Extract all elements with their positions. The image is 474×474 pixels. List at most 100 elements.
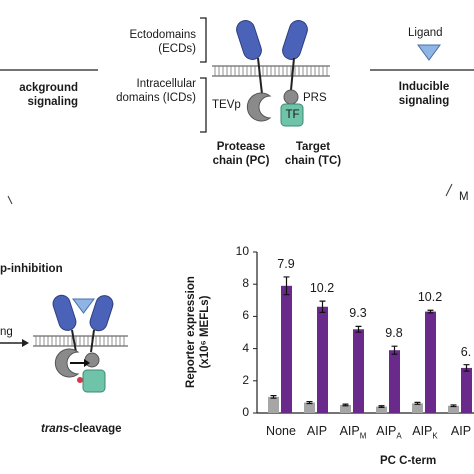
bottom-protease-icon [54,348,80,378]
x-category-label: None [262,424,300,438]
icd-label-line2: domains (ICDs) [116,92,196,104]
protease-chain-line2: chain (PC) [212,155,270,167]
x-category-subscript: M [359,431,367,441]
membrane-bottom [33,335,128,347]
cleavage-site-icon [77,377,83,383]
bar-induced [425,311,436,413]
ecd-bracket [200,17,207,63]
bar-induced [317,306,328,413]
inducible-signaling-line2: signaling [398,95,450,107]
ecd-label-line1: Ectodomains [129,29,196,41]
ligand-label: Ligand [408,27,443,39]
protease-chain-line1: Protease [216,141,266,153]
bar-background [340,404,351,413]
error-bar [283,276,290,296]
target-chain-line1: Target [295,141,331,153]
ligand-icon [417,44,441,61]
x-category-label: AIPM [334,424,372,441]
inducible-signaling-line1: Inducible [398,81,450,93]
error-bar [342,403,349,407]
x-category-subscript: K [432,431,438,441]
tf-label: TF [285,109,300,121]
protease-chain-label: Protease chain (PC) [208,140,274,168]
y-tick-label: 2 [242,372,249,387]
ecd-label-line2: (ECDs) [158,43,196,55]
error-bar [319,300,326,313]
fold-change-label: 6. [460,344,472,359]
bar-induced [281,285,292,413]
input-fragment: ng [0,326,13,338]
x-category-main: AIP [412,424,433,438]
right-edge-fragment: M [459,191,469,203]
trans-caption-rest: -cleavage [69,423,122,435]
y-tick-label: 0 [242,405,249,419]
tf-block-icon [280,103,304,127]
fold-change-label: 7.9 [277,256,295,271]
x-category-label: AIPA [370,424,408,441]
auto-inhibition-title: p-inhibition [0,263,63,275]
icd-label-line1: Intracellular [136,78,196,90]
error-bar [306,400,313,405]
background-signaling-label: ackground signaling [0,81,78,109]
error-bar [463,364,470,372]
left-dash-mark [7,195,13,205]
error-bar [427,309,434,314]
inducible-signaling-label: Inducible signaling [384,80,464,108]
bar-induced [461,367,472,413]
y-tick-label: 6 [242,308,249,323]
bar-background [376,406,387,413]
prs-site-icon [283,89,299,105]
bar-background [304,402,315,413]
error-bar [378,405,385,408]
background-signaling-line2: signaling [27,96,78,108]
chart-layer [253,251,472,414]
target-chain-label: Target chain (TC) [280,140,346,168]
target-chain-line2: chain (TC) [284,155,342,167]
input-arrowhead [22,339,29,347]
error-bar [355,325,362,333]
fold-change-label: 9.3 [349,306,367,321]
x-category-main: AIP [339,424,360,438]
tevp-protease-icon [246,92,272,122]
x-category-label: AIPK [406,424,444,441]
error-bar [270,395,277,399]
y-tick-label: 8 [242,276,249,291]
chart-ylabel-line2: (x10⁶ MEFLs) [199,295,211,369]
bar-induced [353,329,364,413]
bar-induced [389,350,400,413]
fold-change-label: 10.2 [309,281,335,296]
x-category-label: AIP [442,424,474,438]
error-bar [391,345,398,355]
fold-change-label: 9.8 [385,326,403,341]
background-signaling-line1: ackground [19,82,78,94]
y-tick-label: 4 [242,340,249,355]
error-bar [414,401,421,405]
icd-bracket [200,77,207,133]
y-tick-label: 10 [235,244,249,258]
protease-chain-receptor [236,20,272,122]
prs-label: PRS [303,92,327,104]
target-chain-receptor [280,20,308,127]
bar-background [268,396,279,413]
bottom-tf-icon [82,369,106,393]
x-category-subscript: A [396,431,402,441]
chart-xlabel: PC C-term [380,455,437,467]
x-category-main: None [266,424,296,438]
icd-label: Intracellular domains (ICDs) [104,77,196,105]
trans-cleavage-caption: trans-cleavage [41,422,122,436]
dimerized-receptors [52,294,114,393]
x-category-main: AIP [376,424,397,438]
ecd-label: Ectodomains (ECDs) [104,28,196,56]
x-category-main: AIP [306,424,328,438]
bar-background [412,403,423,413]
cleavage-arrowhead [84,359,90,367]
x-category-label: AIP [298,424,336,438]
chart-ylabel-line1: Reporter expression [185,276,197,388]
tevp-label: TEVp [212,99,241,111]
trans-caption-italic: trans [41,423,70,435]
bound-ligand-icon [72,298,95,314]
right-dash-mark [445,183,453,197]
chart-axes [256,252,474,414]
fold-change-label: 10.2 [417,290,443,305]
